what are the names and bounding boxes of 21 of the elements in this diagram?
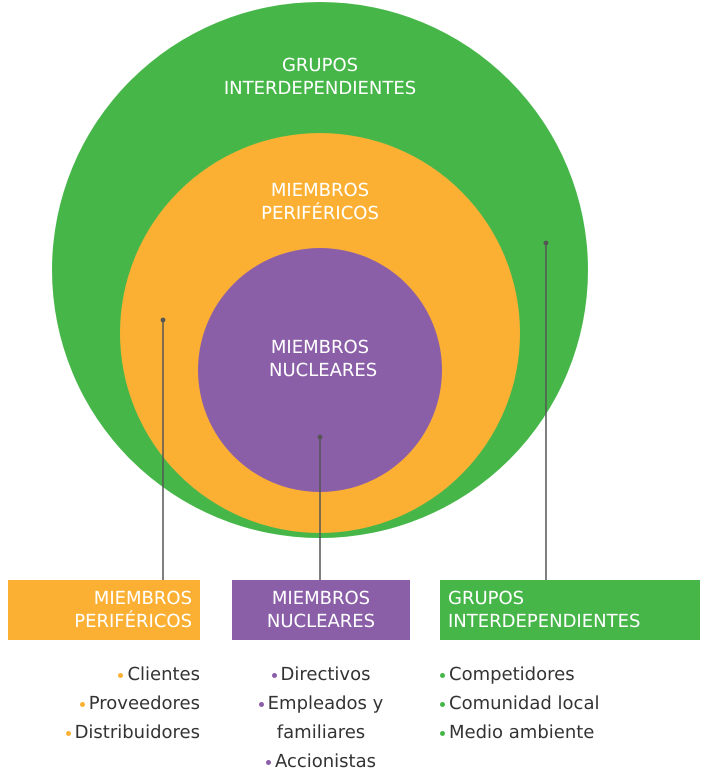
category-box bbox=[232, 580, 410, 640]
leader-line bbox=[544, 240, 548, 581]
leader-line bbox=[318, 434, 322, 581]
list-item: Clientes bbox=[127, 664, 200, 685]
circle-label: GRUPOS INTERDEPENDIENTES bbox=[222, 54, 418, 100]
circle-label: MIEMBROS NUCLEARES bbox=[268, 336, 378, 382]
list-item: Accionistas bbox=[274, 751, 376, 772]
list-item: Comunidad local bbox=[449, 693, 600, 714]
leader-line bbox=[160, 318, 166, 581]
list-item: Proveedores bbox=[88, 693, 200, 714]
list-item: Medio ambiente bbox=[449, 722, 594, 743]
box-title: MIEMBROS PERIFÉRICOS bbox=[73, 587, 192, 633]
list-item: Distribuidores bbox=[74, 722, 200, 743]
list-item: Directivos bbox=[280, 664, 370, 685]
list-item: Empleados y familiares bbox=[268, 693, 384, 743]
category-box bbox=[440, 580, 700, 640]
list-item: Competidores bbox=[449, 664, 575, 685]
category-box bbox=[8, 580, 200, 640]
box-title: GRUPOS INTERDEPENDIENTES bbox=[448, 587, 642, 633]
box-title: MIEMBROS NUCLEARES bbox=[266, 587, 376, 633]
circle-label: MIEMBROS PERIFÉRICOS bbox=[260, 179, 380, 225]
